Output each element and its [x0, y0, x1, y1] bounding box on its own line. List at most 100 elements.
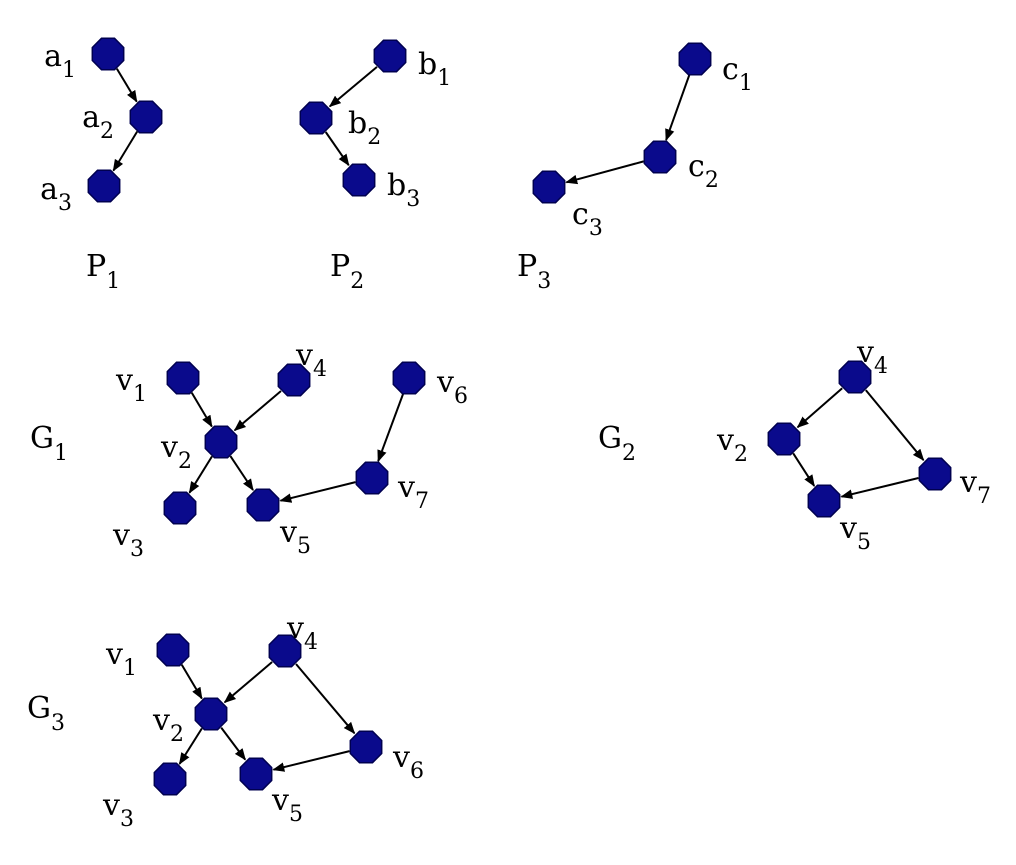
node-label-g1v6-letter: v	[436, 365, 454, 400]
edge-g1v2-to-g1v5	[229, 455, 254, 491]
caption-p1: P1	[86, 249, 120, 294]
node-label-c2-subscript: 2	[705, 168, 719, 193]
node-label-a3: a3	[40, 172, 72, 216]
node-label-a1: a1	[44, 39, 76, 83]
node-label-b2-subscript: 2	[367, 125, 381, 150]
node-label-b3-letter: b	[387, 168, 406, 203]
caption-p1-letter: P	[86, 249, 106, 284]
node-label-g2v4-subscript: 4	[874, 354, 888, 379]
caption-g2-subscript: 2	[622, 441, 636, 466]
caption-g1-letter: G	[30, 421, 54, 456]
node-label-g3v3: v3	[102, 788, 134, 832]
node-g3v1	[156, 633, 190, 667]
edge-g3v4-to-g3v6	[295, 663, 356, 735]
node-c3	[532, 170, 566, 204]
node-label-g3v6: v6	[392, 740, 424, 784]
edge-g3v2-to-g3v3	[178, 727, 203, 765]
caption-g1-subscript: 1	[54, 441, 68, 466]
node-g3v2	[194, 697, 228, 731]
node-label-g2v2-letter: v	[716, 423, 734, 458]
node-g1v5	[246, 488, 280, 522]
edge-a1-to-a2	[115, 68, 138, 103]
node-label-g1v1-subscript: 1	[133, 382, 147, 407]
node-g2v4	[838, 360, 872, 394]
edge-g3v2-to-g3v5	[220, 726, 246, 761]
edge-c1-to-c2	[665, 74, 691, 142]
node-g2v5	[807, 484, 841, 518]
node-label-c3-subscript: 3	[589, 216, 603, 241]
node-label-a2-letter: a	[82, 100, 100, 135]
caption-p1-subscript: 1	[106, 269, 120, 294]
node-label-g2v4-letter: v	[856, 335, 874, 370]
node-label-g1v5-subscript: 5	[297, 534, 311, 559]
node-label-g2v5-subscript: 5	[857, 530, 871, 555]
node-g1v2	[204, 425, 238, 459]
node-label-g1v4-subscript: 4	[313, 357, 327, 382]
node-label-g2v7-letter: v	[959, 465, 977, 500]
node-label-g1v6-subscript: 6	[454, 384, 468, 409]
caption-p3: P3	[517, 249, 551, 294]
node-label-g2v7-subscript: 7	[977, 484, 991, 509]
node-label-g2v2: v2	[716, 423, 748, 467]
node-g3v4	[268, 634, 302, 668]
node-label-g3v6-letter: v	[392, 740, 410, 775]
node-label-c3: c3	[572, 197, 603, 241]
node-a2	[129, 100, 163, 134]
caption-p3-letter: P	[517, 249, 537, 284]
caption-p2-subscript: 2	[350, 269, 364, 294]
node-label-c2-letter: c	[688, 149, 705, 184]
node-label-a3-letter: a	[40, 172, 58, 207]
node-label-g2v4: v4	[856, 335, 888, 379]
node-label-g1v2-letter: v	[160, 430, 178, 465]
node-label-g3v1-letter: v	[105, 637, 123, 672]
node-label-g1v3-letter: v	[112, 518, 130, 553]
edge-g2v4-to-g2v7	[865, 389, 925, 462]
node-label-g1v2: v2	[160, 430, 192, 474]
node-a3	[87, 169, 121, 203]
node-g1v7	[355, 461, 389, 495]
nodes-layer	[87, 37, 952, 796]
node-label-g3v1: v1	[105, 637, 137, 681]
node-label-g3v3-subscript: 3	[120, 807, 134, 832]
node-label-g2v5-letter: v	[839, 511, 857, 546]
node-label-g3v2-letter: v	[152, 703, 170, 738]
node-label-g3v2-subscript: 2	[170, 722, 184, 747]
node-label-c1: c1	[722, 52, 753, 96]
edge-g3v6-to-g3v5	[272, 750, 350, 772]
node-label-g1v4-letter: v	[295, 338, 313, 373]
edge-g1v4-to-g1v2	[233, 390, 282, 432]
node-g1v1	[166, 361, 200, 395]
node-label-g1v6: v6	[436, 365, 468, 409]
edge-g2v4-to-g2v2	[796, 387, 843, 428]
node-label-g1v4: v4	[295, 338, 327, 382]
caption-g1: G1	[30, 421, 68, 466]
node-b3	[342, 163, 376, 197]
edge-g1v7-to-g1v5	[279, 481, 356, 503]
node-label-g1v5: v5	[279, 515, 311, 559]
caption-g3-subscript: 3	[51, 711, 65, 736]
edge-g1v6-to-g1v7	[377, 393, 405, 463]
node-g1v6	[392, 361, 426, 395]
node-label-a3-subscript: 3	[58, 191, 72, 216]
node-g3v3	[153, 762, 187, 796]
node-label-g3v5: v5	[271, 783, 303, 827]
node-label-a1-letter: a	[44, 39, 62, 74]
edge-g2v7-to-g2v5	[840, 477, 919, 499]
node-a1	[91, 37, 125, 71]
caption-g3-letter: G	[27, 691, 51, 726]
node-label-c1-letter: c	[722, 52, 739, 87]
node-c1	[678, 42, 712, 76]
node-label-b3-subscript: 3	[406, 187, 420, 212]
node-label-b3: b3	[387, 168, 420, 212]
edge-g2v2-to-g2v5	[792, 452, 816, 487]
node-label-a1-subscript: 1	[62, 58, 76, 83]
node-label-g1v5-letter: v	[279, 515, 297, 550]
node-label-g1v2-subscript: 2	[178, 449, 192, 474]
edge-g1v2-to-g1v3	[188, 455, 213, 494]
node-g1v3	[163, 491, 197, 525]
node-label-a2-subscript: 2	[100, 119, 114, 144]
node-label-g3v4-letter: v	[286, 611, 304, 646]
node-g2v7	[918, 457, 952, 491]
